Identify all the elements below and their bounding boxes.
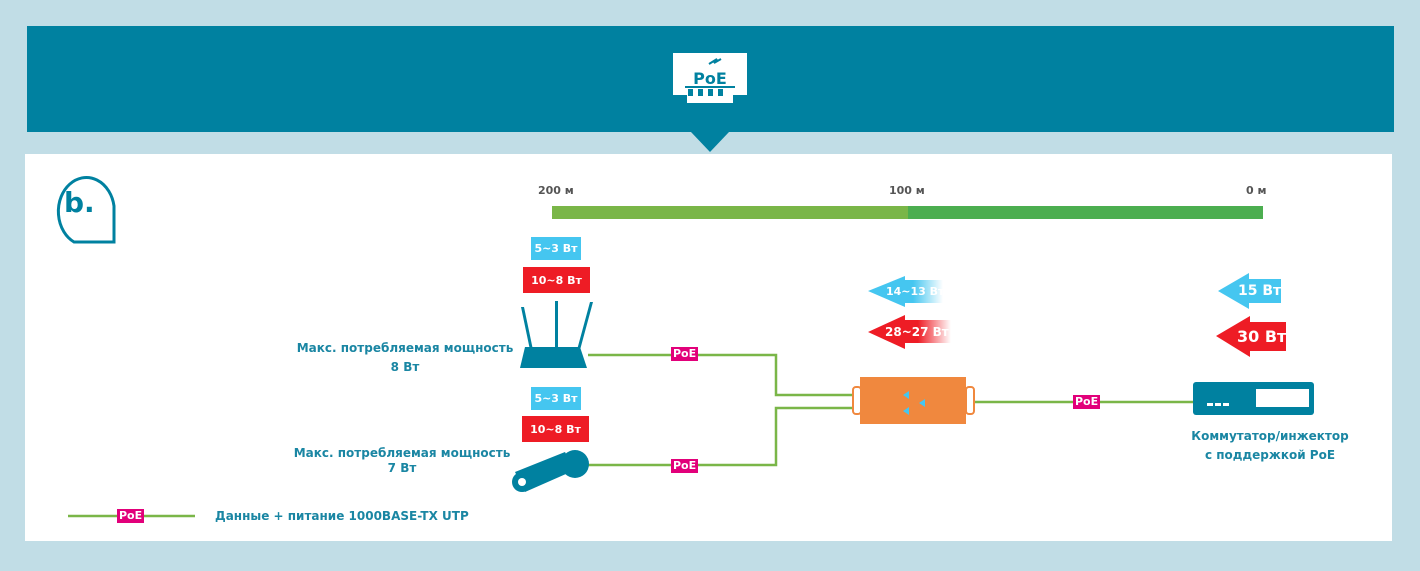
distance-bar-200-100 <box>552 206 908 219</box>
camera-label: Макс. потребляемая мощность 7 Вт <box>287 446 517 476</box>
camera-icon <box>512 450 589 492</box>
distance-label-100: 100 м <box>889 184 925 197</box>
router-class-af-tag: 5~3 Вт <box>531 237 581 260</box>
poe-tag-camera: PoE <box>671 459 699 473</box>
extender-at-arrow <box>868 315 951 349</box>
switch-at-arrow <box>1216 316 1286 357</box>
switch-af-value: 15 Вт <box>1238 283 1282 299</box>
poe-tag-router: PoE <box>671 347 699 361</box>
switch-af-arrow <box>1218 273 1281 309</box>
router-class-at-tag: 10~8 Вт <box>523 267 590 293</box>
extender-af-value: 14~13 Вт <box>886 285 945 298</box>
router-icon <box>520 301 593 368</box>
legend-text: Данные + питание 1000BASE-TX UTP <box>215 509 469 523</box>
distance-label-0: 0 м <box>1246 184 1267 197</box>
switch-label: Коммутатор/инжектор с поддержкой PoE <box>1170 427 1370 465</box>
switch-at-value: 30 Вт <box>1237 327 1287 346</box>
camera-class-at-tag: 10~8 Вт <box>522 416 589 442</box>
poe-logo-icon: PoE <box>673 53 749 108</box>
banner-pointer <box>691 132 729 152</box>
distance-bar-100-0 <box>908 206 1263 219</box>
svg-text:PoE: PoE <box>693 69 727 88</box>
camera-label-line2: 7 Вт <box>387 461 417 475</box>
camera-label-line1: Макс. потребляемая мощность <box>293 446 511 460</box>
router-label-line1: Макс. потребляемая мощность <box>296 341 514 355</box>
switch-label-line2: с поддержкой PoE <box>1204 448 1336 462</box>
badge-b: b. <box>44 172 116 244</box>
extender-af-arrow <box>868 276 943 307</box>
distance-label-200: 200 м <box>538 184 574 197</box>
router-label: Макс. потребляемая мощность 8 Вт <box>290 339 520 377</box>
switch-icon <box>1193 382 1314 415</box>
poe-tag-switch: PoE <box>1073 395 1101 409</box>
switch-label-line1: Коммутатор/инжектор <box>1191 429 1349 443</box>
legend-poe-tag: PoE <box>117 509 145 523</box>
badge-letter: b. <box>64 186 95 219</box>
camera-class-af-tag: 5~3 Вт <box>531 387 581 410</box>
extender-at-value: 28~27 Вт <box>885 325 949 339</box>
router-label-line2: 8 Вт <box>390 360 420 374</box>
extender-icon <box>852 377 975 424</box>
